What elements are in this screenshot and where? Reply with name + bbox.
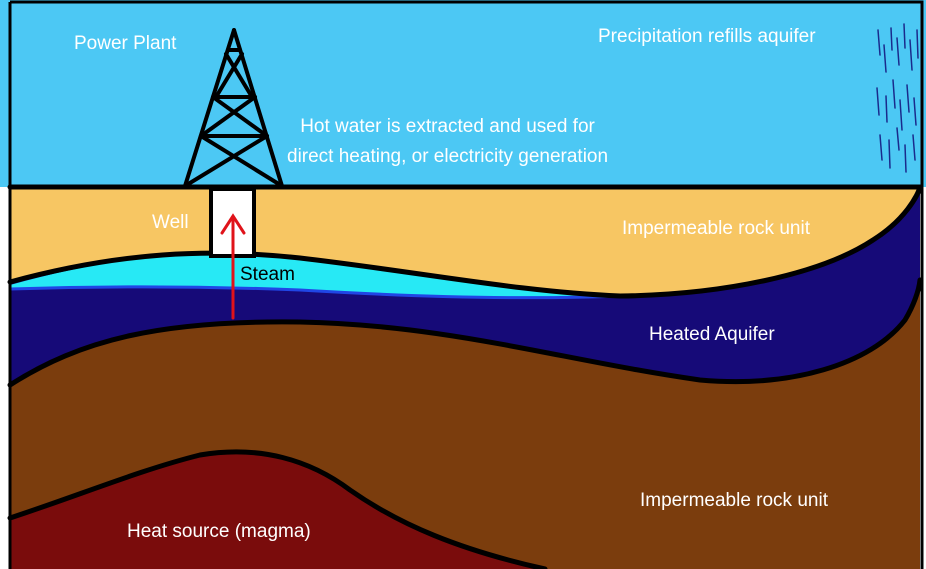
precipitation-label: Precipitation refills aquifer bbox=[598, 26, 816, 47]
heat-source-label: Heat source (magma) bbox=[127, 521, 311, 542]
sky-region bbox=[0, 0, 926, 187]
diagram-frame bbox=[8, 0, 924, 569]
power-plant-label: Power Plant bbox=[74, 33, 177, 54]
layer-boundaries bbox=[7, 184, 923, 569]
heated-aquifer-label: Heated Aquifer bbox=[649, 324, 775, 345]
impermeable-rock-bottom-label: Impermeable rock unit bbox=[640, 490, 828, 511]
well-label: Well bbox=[152, 212, 189, 233]
steam-layer-edge bbox=[9, 285, 621, 300]
rain-streaks-icon bbox=[876, 23, 919, 173]
impermeable-rock-top-label: Impermeable rock unit bbox=[622, 218, 810, 239]
lattice-derrick-icon bbox=[183, 28, 284, 188]
hot-water-label: Hot water is extracted and used for dire… bbox=[287, 116, 609, 167]
arrow-up-icon bbox=[220, 213, 246, 320]
aquifer-top-boundary bbox=[7, 184, 923, 299]
aquifer-bottom-boundary bbox=[7, 277, 923, 388]
magma-boundary bbox=[7, 449, 548, 569]
steam-label: Steam bbox=[240, 264, 295, 285]
magma-region bbox=[10, 451, 545, 569]
